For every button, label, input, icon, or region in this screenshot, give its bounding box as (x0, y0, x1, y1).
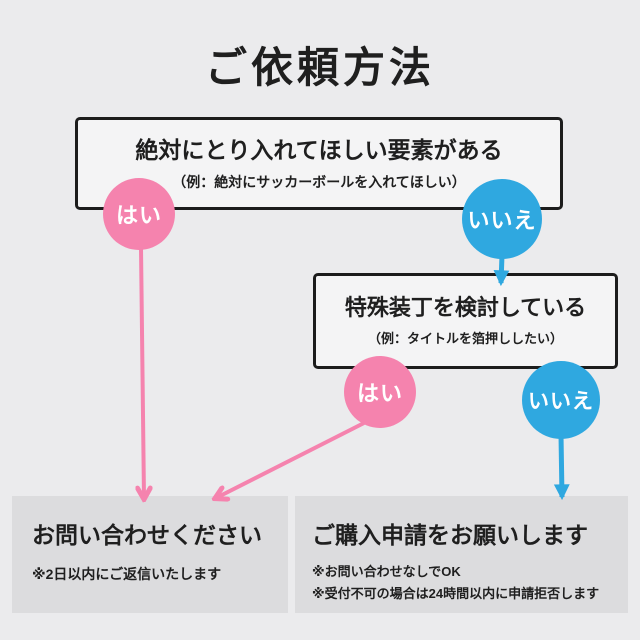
decision-1-example: （例：絶対にサッカーボールを入れてほしい） (172, 173, 466, 190)
decision-1-yes-badge: はい (103, 178, 175, 250)
outcome-purchase-note-2: ※受付不可の場合は24時間以内に申請拒否します (312, 586, 600, 602)
decision-1-question: 絶対にとり入れてほしい要素がある (135, 137, 503, 163)
decision-2-question: 特殊装丁を検討している (344, 295, 587, 320)
outcome-box-purchase: ご購入申請をお願いします ※お問い合わせなしでOK ※受付不可の場合は24時間以… (295, 496, 628, 613)
decision-2-no-badge: いいえ (522, 361, 600, 439)
outcome-purchase-title: ご購入申請をお願いします (312, 522, 588, 548)
decision-1-no-badge: いいえ (462, 179, 542, 259)
decision-2-yes-badge: はい (344, 356, 416, 428)
outcome-purchase-notes: ※お問い合わせなしでOK ※受付不可の場合は24時間以内に申請拒否します (312, 561, 610, 605)
arrow-yes2-to-contact (216, 421, 365, 498)
arrow-yes1-to-contact (141, 247, 144, 498)
page-title: ご依頼方法 (204, 44, 435, 91)
outcome-contact-note: ※2日以内にご返信いたします (32, 566, 222, 582)
decision-box-2: 特殊装丁を検討している （例：タイトルを箔押ししたい） (313, 273, 618, 369)
arrow-no2-to-purchase (553, 434, 570, 501)
decision-2-example: （例：タイトルを箔押ししたい） (367, 331, 563, 347)
outcome-contact-title: お問い合わせください (32, 522, 262, 548)
outcome-purchase-note-1: ※お問い合わせなしでOK (312, 564, 461, 579)
outcome-box-contact: お問い合わせください ※2日以内にご返信いたします (12, 496, 288, 613)
